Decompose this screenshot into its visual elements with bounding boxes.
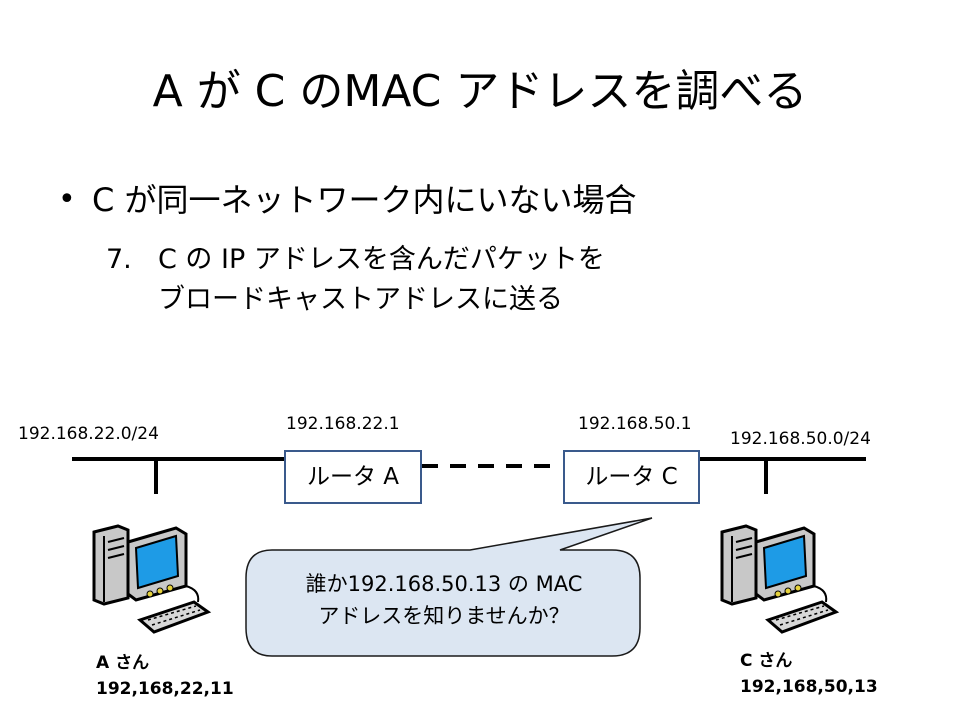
computer-c-icon — [720, 524, 840, 634]
host-c-label: C さん 192,168,50,13 — [740, 648, 878, 700]
sub-item-line-2: ブロードキャストアドレスに送る — [158, 284, 563, 315]
sub-item-line-1: C の IP アドレスを含んだパケットを — [158, 244, 605, 275]
router-a-label: ルータ A — [306, 464, 400, 490]
speech-bubble-shape — [245, 517, 653, 657]
computer-a-icon — [92, 524, 212, 634]
sub-item-text: C の IP アドレスを含んだパケットを ブロードキャストアドレスに送る — [158, 240, 718, 320]
slide-title: A が C のMAC アドレスを調べる — [152, 66, 808, 117]
router-c-label: ルータ C — [585, 464, 678, 490]
speech-bubble-line-1: 誰か192.168.50.13 の MAC — [305, 572, 583, 596]
right-network-label: 192.168.50.0/24 — [730, 429, 871, 449]
router-c-ip: 192.168.50.1 — [578, 414, 692, 434]
host-a-name: A さん — [96, 653, 150, 673]
left-network-label: 192.168.22.0/24 — [18, 424, 159, 444]
bullet-text: C が同一ネットワーク内にいない場合 — [92, 181, 637, 219]
router-a-box: ルータ A — [284, 450, 422, 504]
host-a-address: 192,168,22,11 — [96, 679, 234, 699]
host-c-address: 192,168,50,13 — [740, 677, 878, 697]
sub-item-number: 7. — [106, 244, 132, 275]
router-a-ip: 192.168.22.1 — [286, 414, 400, 434]
host-a-label: A さん 192,168,22,11 — [96, 650, 234, 702]
bullet-icon: • — [58, 182, 76, 217]
router-c-box: ルータ C — [563, 450, 700, 504]
speech-bubble-text: 誰か192.168.50.13 の MAC アドレスを知りませんか？ — [264, 568, 624, 632]
host-c-name: C さん — [740, 651, 793, 671]
speech-bubble-line-2: アドレスを知りませんか？ — [318, 604, 570, 628]
